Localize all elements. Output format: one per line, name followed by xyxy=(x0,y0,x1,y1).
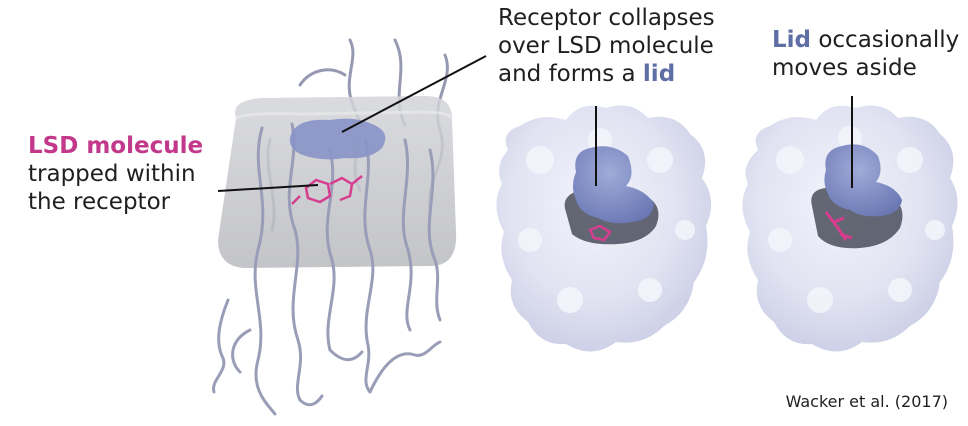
lid-open xyxy=(824,144,902,217)
lid-moves-label-line1: Lid occasionally xyxy=(772,26,959,54)
lid-moves-label: Lid occasionally moves aside xyxy=(772,26,959,82)
lid-closed xyxy=(573,146,654,224)
lid-moves-label-line2: moves aside xyxy=(772,55,917,81)
collapse-label-line3-prefix: and forms a xyxy=(498,61,643,87)
callout-collapse xyxy=(341,55,487,133)
membrane-box xyxy=(218,96,457,268)
collapse-label-lid: lid xyxy=(642,61,676,87)
lsd-label-highlight: LSD molecule xyxy=(28,133,204,159)
receptor-surface-open xyxy=(742,105,958,352)
lsd-label: LSD molecule trapped within the receptor xyxy=(28,132,203,216)
collapse-label: Receptor collapses over LSD molecule and… xyxy=(498,4,715,88)
lsd-molecule-open xyxy=(824,211,853,241)
lid-region xyxy=(289,118,386,160)
lsd-label-line2: the receptor xyxy=(28,189,171,215)
callout-lines xyxy=(217,55,853,192)
lsd-molecule xyxy=(291,175,363,205)
callout-lsd xyxy=(217,184,319,192)
collapse-label-line2: over LSD molecule xyxy=(498,33,714,59)
lid-moves-label-lid: Lid xyxy=(772,27,812,53)
collapse-label-line1: Receptor collapses xyxy=(498,5,715,31)
receptor-ribbon-model xyxy=(212,38,457,416)
collapse-label-line3: and forms a lid xyxy=(498,60,715,88)
lsd-molecule-closed xyxy=(588,224,612,242)
citation: Wacker et al. (2017) xyxy=(785,392,948,411)
receptor-surface-closed xyxy=(496,105,712,352)
lid-moves-label-rest: occasionally xyxy=(811,27,960,53)
lsd-label-line1: trapped within xyxy=(28,161,196,187)
